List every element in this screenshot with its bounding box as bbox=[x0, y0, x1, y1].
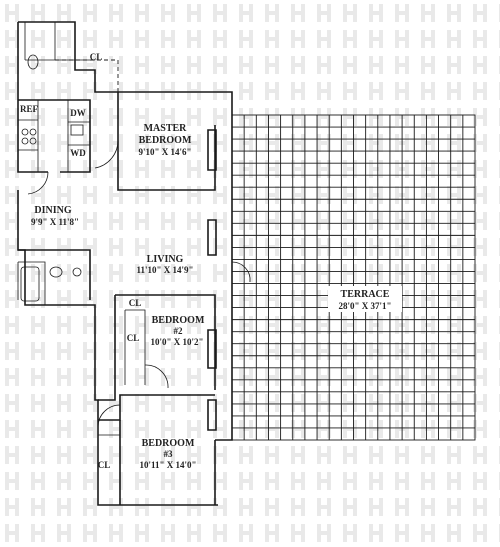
bedroom3-number: #3 bbox=[164, 449, 174, 459]
living-label: LIVING bbox=[147, 254, 184, 265]
closet-bedroom2-b-label: CL bbox=[127, 333, 140, 343]
bedroom3-dims: 10'11" X 14'0" bbox=[140, 460, 197, 470]
closet-bedroom2-a-label: CL bbox=[129, 298, 142, 308]
dining-dims: 9'9" X 11'8" bbox=[31, 217, 79, 227]
master-bedroom-label-2: BEDROOM bbox=[139, 135, 192, 146]
kitchen-sink-icon bbox=[70, 124, 84, 136]
toilet-icon-2 bbox=[49, 266, 63, 278]
washer-dryer-label: WD bbox=[70, 148, 86, 158]
terrace-label-bg bbox=[328, 286, 402, 312]
bathtub-icon bbox=[20, 266, 40, 302]
terrace-tiles bbox=[231, 114, 476, 441]
bedroom2-label: BEDROOM bbox=[152, 315, 205, 326]
dining-label: DINING bbox=[34, 205, 71, 216]
closet-top-label: CL bbox=[90, 52, 103, 62]
sink-icon bbox=[72, 267, 82, 277]
stove-icon bbox=[21, 128, 37, 145]
bedroom3-label: BEDROOM bbox=[142, 438, 195, 449]
living-dims: 11'10" X 14'9" bbox=[137, 265, 194, 275]
bedroom2-number: #2 bbox=[174, 326, 184, 336]
closet-bedroom3-label: CL bbox=[98, 460, 111, 470]
master-bedroom-dims: 9'10" X 14'6" bbox=[139, 147, 192, 157]
watermark-pattern bbox=[5, 4, 500, 542]
dishwasher-label: DW bbox=[70, 108, 86, 118]
terrace-label: TERRACE bbox=[341, 289, 390, 300]
toilet-icon bbox=[27, 54, 39, 70]
master-bedroom-label-1: MASTER bbox=[144, 123, 188, 134]
fixtures bbox=[20, 54, 84, 302]
room-labels: MASTER BEDROOM 9'10" X 14'6" DINING 9'9"… bbox=[31, 123, 402, 470]
terrace-dims: 28'0" X 37'1" bbox=[339, 301, 392, 311]
refrigerator-label: REF bbox=[20, 104, 39, 114]
fixture-labels: CL REF DW WD CL CL CL bbox=[20, 52, 141, 470]
bedroom2-dims: 10'0" X 10'2" bbox=[151, 337, 204, 347]
